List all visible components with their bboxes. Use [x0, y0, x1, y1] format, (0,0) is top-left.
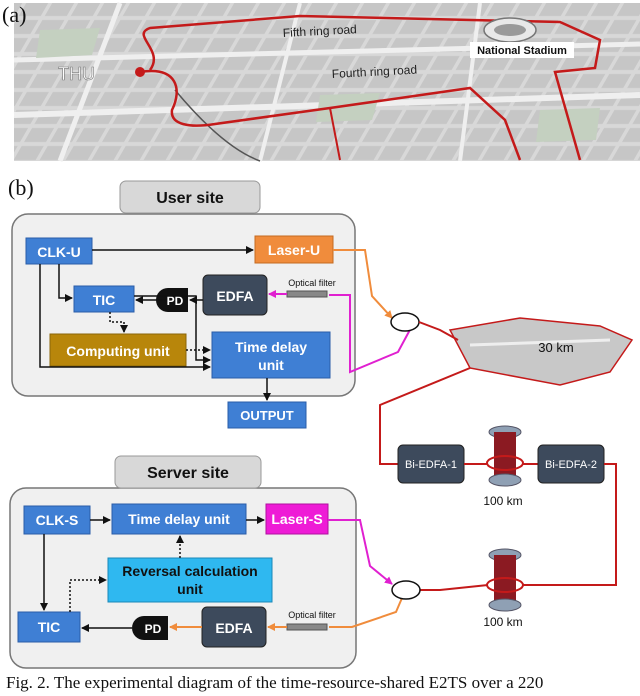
fiber-to-30km	[418, 321, 459, 341]
map-rail	[174, 89, 261, 162]
circulator-u-icon	[390, 312, 420, 332]
bi-edfa-2-label: Bi-EDFA-2	[545, 459, 597, 471]
optical-filter-u-label: Optical filter	[288, 278, 336, 288]
fiber-spool2-circulator	[420, 584, 489, 591]
reversal-unit-label-2: unit	[177, 581, 203, 597]
reversal-unit-box	[107, 557, 273, 603]
tic-s-label: TIC	[38, 619, 61, 635]
arrow-tic-delay	[134, 295, 211, 364]
map-thumb-road	[469, 338, 611, 347]
output-label: OUTPUT	[240, 408, 294, 423]
time-delay-u-box	[211, 331, 331, 379]
fiber-route-outer	[142, 14, 602, 161]
output-box	[227, 401, 307, 429]
experimental-diagram: National Stadium THU Fifth ring road Fou…	[2, 2, 640, 669]
map-road	[458, 2, 482, 162]
30km-map-thumbnail	[448, 317, 634, 386]
spool-1-label: 100 km	[483, 494, 522, 508]
fiber-route-inner	[139, 69, 522, 161]
stadium-icon	[483, 17, 537, 43]
optical-filter-u-icon	[286, 290, 328, 298]
pd-s-icon	[132, 616, 168, 640]
pd-u-icon	[156, 288, 188, 312]
30km-label: 30 km	[538, 340, 573, 355]
fifth-ring-label: Fifth ring road	[282, 22, 357, 40]
tic-u-label: TIC	[93, 292, 116, 308]
user-site-title-tab	[119, 180, 261, 214]
map-road	[258, 2, 302, 162]
edfa-u-box	[202, 274, 268, 316]
fiber-circulator-filter-s	[329, 597, 403, 628]
map-park	[536, 108, 600, 142]
arrow-tic-computing	[109, 312, 128, 333]
laser-u-label: Laser-U	[268, 242, 320, 258]
fourth-ring-label: Fourth ring road	[331, 63, 417, 81]
figure-caption: Fig. 2. The experimental diagram of the …	[6, 673, 544, 692]
thu-label: THU	[58, 64, 95, 84]
fiber-bi2-spool2	[522, 463, 617, 586]
map-panel: National Stadium THU Fifth ring road Fou…	[2, 2, 640, 162]
edfa-u-label: EDFA	[216, 288, 253, 304]
user-site-title: User site	[156, 190, 224, 207]
time-delay-u-label-2: unit	[258, 357, 284, 373]
pd-s-label: PD	[145, 622, 162, 636]
server-site-title: Server site	[147, 465, 229, 482]
stadium-label: National Stadium	[477, 45, 567, 57]
clk-u-box	[25, 237, 93, 265]
reversal-unit-label-1: Reversal calculation	[122, 563, 257, 579]
laser-s-label: Laser-S	[271, 511, 322, 527]
fiber-spool-2-icon	[486, 548, 524, 612]
clk-s-label: CLK-S	[36, 512, 79, 528]
server-site-title-tab	[114, 455, 262, 489]
tic-s-box	[17, 611, 81, 643]
spool-2-label: 100 km	[483, 615, 522, 629]
laser-u-box	[254, 235, 334, 264]
tic-u-box	[73, 285, 135, 313]
map-road	[57, 2, 123, 162]
clk-u-label: CLK-U	[37, 244, 81, 260]
circulator-s-icon	[391, 580, 421, 600]
fiber-laser-u-circulator	[333, 249, 393, 319]
fiber-30km-bi1	[379, 367, 471, 465]
time-delay-s-label: Time delay unit	[128, 511, 230, 527]
stadium-label-bg	[470, 42, 574, 58]
laser-s-box	[265, 503, 329, 535]
arrow-clk-delay	[39, 264, 211, 371]
server-site: Server site CLK-S Time delay unit Laser-…	[9, 455, 357, 669]
fiber-laser-s-circulator	[328, 519, 393, 585]
time-delay-u-label-1: Time delay	[235, 339, 307, 355]
time-delay-s-box	[111, 503, 247, 535]
fiber-route-branch	[329, 107, 341, 161]
map-park	[36, 28, 100, 58]
fiber-spool-1-icon	[486, 425, 524, 487]
edfa-s-label: EDFA	[215, 620, 252, 636]
optical-filter-s-icon	[286, 623, 328, 631]
panel-b-label: (b)	[8, 175, 34, 200]
computing-unit-label: Computing unit	[66, 343, 170, 359]
arrow-clk-tic	[58, 264, 73, 302]
arrow-tic-reversal	[69, 576, 107, 612]
optical-filter-s-label: Optical filter	[288, 610, 336, 620]
thu-marker-icon	[135, 67, 145, 77]
bi-edfa-1-label: Bi-EDFA-1	[405, 459, 457, 471]
clk-s-box	[23, 505, 91, 535]
pd-u-label: PD	[167, 294, 184, 308]
fiber-link: 30 km Bi-EDFA-1 100 km Bi-EDFA-2 100 km	[379, 317, 634, 629]
panel-a-label: (a)	[2, 2, 26, 27]
user-site: User site CLK-U Laser-U TIC PD EDFA Opti…	[11, 180, 356, 429]
fiber-circulator-filter-u	[329, 294, 413, 374]
